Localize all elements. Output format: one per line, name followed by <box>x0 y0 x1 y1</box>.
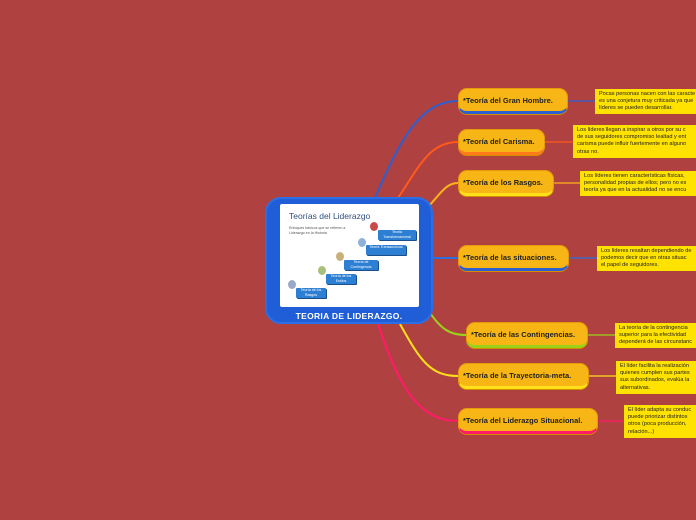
central-topic-label: TEORIA DE LIDERAZGO. <box>295 311 403 321</box>
figure-icon <box>336 252 344 261</box>
branch-carisma <box>397 141 459 199</box>
topic-liderazgo-situacional[interactable]: *Teoría del Liderazgo Situacional. <box>458 408 598 434</box>
note-carisma[interactable]: Los líderes llegan a inspirar a otros po… <box>573 125 696 158</box>
topic-label: *Teoría de las situaciones. <box>463 252 557 262</box>
topic-situaciones[interactable]: *Teoría de las situaciones. <box>458 245 569 271</box>
topic-gran-hombre[interactable]: *Teoría del Gran Hombre. <box>458 88 568 114</box>
image-step-3: Teoría de Contingencia <box>344 260 378 270</box>
topic-label: *Teoría de las Contingencias. <box>471 329 576 339</box>
figure-icon <box>358 238 366 247</box>
central-topic[interactable]: Teorías del Liderazgo Enfoques básicos q… <box>265 197 433 324</box>
note-line: otras no. <box>577 148 599 155</box>
topic-contingencias[interactable]: *Teoría de las Contingencias. <box>466 322 588 348</box>
topic-label: *Teoría de la Trayectoria-meta. <box>463 370 572 380</box>
note-contingencias[interactable]: La teoría de la contingencia superior pa… <box>615 323 696 348</box>
note-line: Pocas personas nacen con las caracte <box>599 91 696 97</box>
note-line: El líder adapta su conduc <box>628 407 692 413</box>
note-line: dependerá de las circunstanc <box>619 339 693 346</box>
note-trayectoria-meta[interactable]: El líder facilita la realización quienes… <box>616 361 696 394</box>
note-line: carisma puede influir fuertemente en alg… <box>577 141 687 148</box>
note-line: teoría ya que en la actualidad no se enc… <box>584 187 687 194</box>
note-line: superior para la efectividad <box>619 332 687 339</box>
branch-situacional <box>377 323 459 422</box>
figure-icon <box>318 266 326 275</box>
topic-label: *Teoría del Liderazgo Situacional. <box>463 415 583 425</box>
note-line: El líder facilita la realización <box>620 363 690 369</box>
topic-label: *Teoría del Gran Hombre. <box>463 95 553 105</box>
figure-icon <box>370 222 378 231</box>
branch-gran-hombre <box>374 100 459 199</box>
note-line: el papel de seguidores. <box>601 262 659 269</box>
note-situaciones[interactable]: Los líderes resaltan dependiendo de pode… <box>597 246 696 271</box>
note-line: alternativas. <box>620 384 651 391</box>
note-line: quienes cumplen sus partes <box>620 370 690 377</box>
topic-label: *Teoría del Carisma. <box>463 136 535 146</box>
image-title: Teorías del Liderazgo <box>289 211 371 221</box>
central-topic-image: Teorías del Liderazgo Enfoques básicos q… <box>280 204 419 307</box>
note-line: es una conjetura muy criticada ya que <box>599 98 694 105</box>
note-line: sus subordinados, evalúa la <box>620 377 690 384</box>
note-line: de sus seguidores compromiso lealtad y e… <box>577 134 687 141</box>
note-line: otros (poca producción, <box>628 421 687 428</box>
note-gran-hombre[interactable]: Pocas personas nacen con las caracte es … <box>595 89 696 114</box>
note-line: Los líderes resaltan dependiendo de <box>601 248 692 254</box>
image-step-5: Teoría Transformacional <box>378 230 416 240</box>
note-line: Los líderes llegan a inspirar a otros po… <box>577 127 686 133</box>
note-line: podemos decir que en otras situac <box>601 255 687 262</box>
topic-label: *Teoría de los Rasgos. <box>463 177 543 187</box>
note-line: puede priorizar distintos <box>628 414 688 421</box>
note-line: personalidad propias de ellos; pero no e… <box>584 180 687 187</box>
image-step-2: Teoría de los Estilos <box>326 274 356 284</box>
image-subtitle: Enfoques básicos que se refieren a Lider… <box>289 226 346 235</box>
note-line: La teoría de la contingencia <box>619 325 688 331</box>
topic-carisma[interactable]: *Teoría del Carisma. <box>458 129 545 155</box>
branch-trayectoria <box>399 323 459 377</box>
note-line: Los líderes tienen características físic… <box>584 173 685 179</box>
note-rasgos[interactable]: Los líderes tienen características físic… <box>580 171 696 196</box>
topic-trayectoria-meta[interactable]: *Teoría de la Trayectoria-meta. <box>458 363 589 389</box>
note-line: líderes se pueden desarrollar. <box>599 105 673 112</box>
image-step-1: Teoría de los Rasgos <box>296 288 326 298</box>
note-liderazgo-situacional[interactable]: El líder adapta su conduc puede prioriza… <box>624 405 696 438</box>
topic-rasgos[interactable]: *Teoría de los Rasgos. <box>458 170 554 196</box>
image-step-4: Teoría Transaccional <box>366 245 406 255</box>
figure-icon <box>288 280 296 289</box>
note-line: relación...) <box>628 428 655 435</box>
